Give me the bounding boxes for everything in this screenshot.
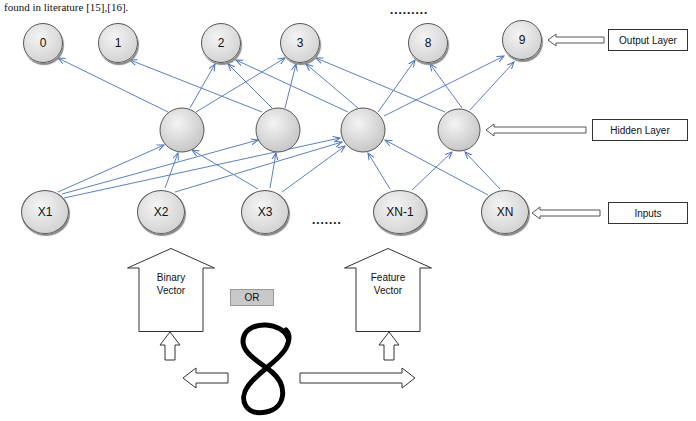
output-neuron: 9 bbox=[502, 20, 542, 60]
layer-tag: Inputs bbox=[608, 202, 688, 224]
hidden-neurons bbox=[160, 108, 480, 152]
node-text: XN-1 bbox=[386, 205, 413, 219]
input-neuron: XN-1 bbox=[373, 190, 427, 234]
node-text: 0 bbox=[40, 36, 47, 50]
node-text: Feature Vector bbox=[359, 272, 417, 297]
layer-tag: Output Layer bbox=[608, 29, 688, 51]
vector-arrow: Binary Vector bbox=[127, 248, 215, 332]
node-text: X3 bbox=[258, 205, 273, 219]
vector-arrow: Feature Vector bbox=[344, 248, 432, 332]
node-text: X1 bbox=[38, 205, 53, 219]
ellipsis: ......... bbox=[390, 2, 428, 18]
input-neuron: XN bbox=[481, 190, 529, 234]
layer-tag: Hidden Layer bbox=[592, 119, 688, 141]
output-neuron: 0 bbox=[23, 23, 63, 63]
node-text: 2 bbox=[218, 36, 225, 50]
connection-lines bbox=[58, 56, 514, 198]
node-text: Hidden Layer bbox=[610, 125, 669, 136]
node-text: OR bbox=[245, 292, 260, 303]
output-neuron: 1 bbox=[98, 23, 138, 63]
node-text: Binary Vector bbox=[142, 272, 200, 297]
input-neuron: X1 bbox=[21, 190, 69, 234]
node-text: Inputs bbox=[634, 208, 661, 219]
node-text: 9 bbox=[519, 33, 526, 47]
input-neuron: X3 bbox=[241, 190, 289, 234]
handwritten-digit bbox=[243, 325, 289, 413]
output-neuron: 3 bbox=[280, 23, 320, 63]
node-text: Output Layer bbox=[619, 35, 677, 46]
node-text: 8 bbox=[425, 36, 432, 50]
or-box: OR bbox=[230, 289, 274, 306]
caption-fragment: found in literature [15],[16]. bbox=[4, 1, 128, 13]
node-text: X2 bbox=[154, 205, 169, 219]
input-neuron: X2 bbox=[137, 190, 185, 234]
output-neuron: 2 bbox=[201, 23, 241, 63]
node-text: XN bbox=[497, 205, 514, 219]
output-neuron: 8 bbox=[408, 23, 448, 63]
node-text: 1 bbox=[115, 36, 122, 50]
ellipsis: ....... bbox=[312, 212, 342, 228]
node-text: 3 bbox=[297, 36, 304, 50]
